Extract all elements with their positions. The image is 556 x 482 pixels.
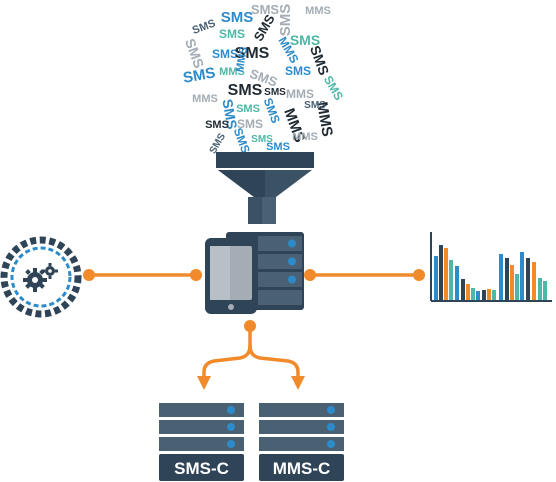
chart-bar bbox=[487, 289, 491, 300]
mms-c-label: MMS-C bbox=[273, 459, 331, 478]
chart-bar bbox=[434, 256, 438, 300]
connector-dots bbox=[83, 269, 425, 332]
cloud-word: SMS bbox=[251, 2, 280, 17]
tablet-icon bbox=[205, 238, 257, 314]
chart-bar bbox=[543, 281, 547, 300]
chart-bar bbox=[461, 279, 465, 300]
chart-bar bbox=[466, 284, 470, 300]
cloud-word: SMS bbox=[191, 17, 218, 36]
chart-bar bbox=[476, 291, 480, 300]
cloud-word: SMS bbox=[212, 47, 238, 61]
chart-bar bbox=[444, 248, 448, 300]
cloud-word: SMS bbox=[219, 27, 245, 41]
cloud-word: SMS bbox=[321, 73, 346, 103]
connector-lines bbox=[87, 273, 421, 382]
chart-bar bbox=[532, 262, 536, 300]
bar-chart-icon bbox=[430, 232, 552, 302]
cloud-word: SMS bbox=[285, 64, 311, 78]
cloud-word: SMS bbox=[266, 141, 290, 153]
cloud-word: MMS bbox=[219, 66, 245, 78]
cloud-word: SMS bbox=[261, 96, 283, 125]
gear-icon bbox=[23, 263, 58, 292]
cloud-word: SMS bbox=[219, 98, 240, 131]
chart-bar bbox=[439, 245, 443, 300]
cloud-word: SMS bbox=[237, 117, 263, 131]
chart-bar bbox=[482, 290, 486, 300]
mms-c-server: MMS-C bbox=[259, 403, 344, 481]
cloud-word: SMS bbox=[205, 119, 229, 131]
cloud-word: SMS bbox=[235, 45, 270, 62]
chart-bar bbox=[526, 258, 530, 300]
chart-bar bbox=[510, 265, 514, 300]
sms-c-label: SMS-C bbox=[174, 459, 229, 478]
cloud-word: MMS bbox=[286, 87, 314, 101]
chart-bar bbox=[455, 266, 459, 300]
cloud-word: MMS bbox=[305, 5, 331, 17]
gear-dial-icon bbox=[0, 236, 82, 318]
cloud-word: SMS bbox=[221, 9, 254, 26]
cloud-word: SMS bbox=[228, 82, 263, 99]
cloud-word: SMS bbox=[277, 4, 294, 37]
chart-bar bbox=[515, 274, 519, 300]
cloud-word: MMS bbox=[313, 101, 336, 138]
cloud-word: MMS bbox=[292, 131, 318, 143]
funnel-icon bbox=[216, 152, 314, 224]
connector-arrowheads bbox=[197, 376, 305, 390]
cloud-word: SMS bbox=[236, 103, 260, 115]
cloud-word: SMS bbox=[290, 32, 320, 48]
chart-bar bbox=[471, 288, 475, 300]
cloud-word: SMS bbox=[304, 100, 326, 111]
chart-bar bbox=[449, 260, 453, 300]
cloud-word: SMS bbox=[182, 64, 217, 86]
chart-bar bbox=[499, 254, 503, 300]
cloud-word: SMS bbox=[264, 87, 286, 98]
cloud-word: MMS bbox=[192, 93, 218, 105]
chart-bar bbox=[520, 252, 524, 300]
cloud-word: SMS bbox=[251, 134, 273, 145]
chart-bar bbox=[505, 258, 509, 300]
sms-c-server: SMS-C bbox=[159, 403, 244, 481]
chart-bar bbox=[538, 278, 542, 300]
chart-bar bbox=[492, 290, 496, 300]
cloud-word: MMS bbox=[234, 46, 250, 73]
